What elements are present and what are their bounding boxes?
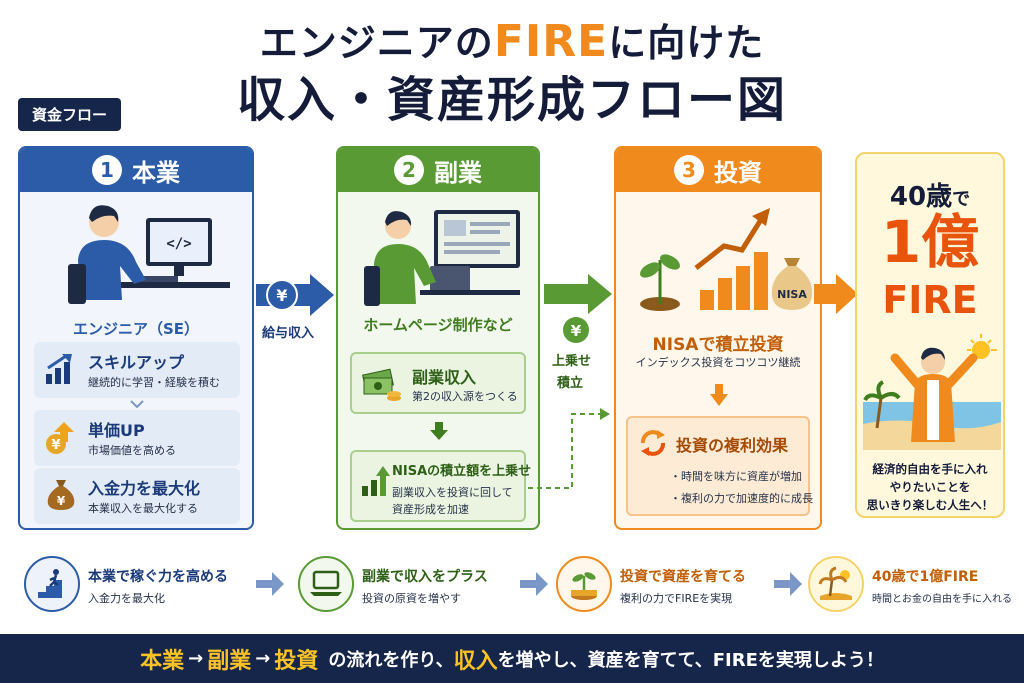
svg-text:¥: ¥ (571, 322, 582, 340)
arrow-right-glyph: → (188, 648, 204, 669)
arrow-down-icon (430, 422, 448, 440)
fire-amount: 1億 (880, 208, 980, 276)
compound-effect-box: 投資の複利効果 ・時間を味方に資産が増加 ・複利の力で加速度的に成長 (626, 416, 813, 516)
fire-age: 40歳で (889, 182, 971, 212)
nisa-topup-box: NISAの積立額を上乗せ 副業収入を投資に回して 資産形成を加速 (350, 450, 531, 522)
item-maximize-income: ¥ 入金力を最大化 本業収入を最大化する (34, 468, 240, 524)
item-price-up: ¥ 単価UP 市場価値を高める (34, 410, 240, 466)
investment-growth-icon: NISA (640, 208, 812, 311)
side-job-caption: ホームページ制作など (363, 316, 513, 334)
side-income-box: 副業収入 第2の収入源をつくる (350, 352, 526, 414)
fire-description: 経済的自由を手に入れ やりたいことを 思いきり楽しむ人生へ！ (866, 462, 994, 512)
dashed-connector-arrow (528, 408, 610, 489)
footer-banner: 本業 → 副業 → 投資 の流れを作り、 収入 を増やし、資産を育てて、FIRE… (0, 634, 1024, 683)
nisa-title: NISAで積立投資 (652, 335, 784, 355)
item-skill-up: スキルアップ 継続的に学習・経験を積む (34, 342, 240, 398)
nisa-sub: インデックス投資をコツコツ継続 (635, 356, 801, 369)
title-line-2: 収入・資産形成フロー図 (236, 72, 787, 128)
stairs-climb-icon (38, 569, 62, 598)
title-fire-word: FIRE (493, 16, 609, 67)
topup-label-1: 上乗せ (552, 354, 592, 369)
cash-coins-icon (362, 368, 401, 401)
salary-flow-arrow: ¥ (256, 274, 334, 316)
step-number: 2 (394, 155, 424, 185)
sprout-coin-icon (571, 572, 597, 600)
money-bag-icon: ¥ (47, 480, 75, 510)
cycle-arrows-icon (640, 430, 666, 456)
nisa-bag-label: NISA (777, 288, 807, 301)
arrow-right-icon (256, 572, 284, 596)
main-job-caption: エンジニア（SE） (72, 320, 200, 338)
web-designer-icon (364, 210, 520, 306)
step-number: 3 (674, 155, 704, 185)
svg-text:¥: ¥ (57, 494, 66, 508)
growth-arrow-icon (362, 466, 390, 496)
yen-coin-icon: ¥ (563, 317, 589, 343)
fire-word: FIRE (882, 278, 978, 322)
flow-tag: 資金フロー (18, 98, 122, 131)
bar-chart-up-icon (46, 354, 72, 384)
engineer-at-computer-icon: </> (68, 205, 230, 304)
topup-label-2: 積立 (557, 376, 584, 391)
chevron-down-icon (130, 400, 144, 408)
title-line-1: エンジニアのFIREに向けた (259, 16, 765, 67)
column-fire-goal: 40歳で 1億 FIRE 経済的自由を手に入れ やりたいことを 思いきり楽しむ人… (855, 152, 1005, 518)
svg-text:</>: </> (166, 236, 191, 252)
laptop-icon (310, 570, 342, 596)
beach-celebration-icon (863, 334, 1001, 450)
svg-text:¥: ¥ (276, 286, 287, 305)
side-income-flow-arrow (544, 274, 612, 314)
svg-text:¥: ¥ (51, 438, 60, 453)
yen-coin-arrow-icon: ¥ (46, 422, 74, 454)
arrow-right-icon (520, 572, 548, 596)
arrow-down-icon (710, 384, 728, 406)
salary-income-label: 給与収入 (262, 326, 315, 341)
arrow-right-icon (774, 572, 802, 596)
step-number: 1 (92, 155, 122, 185)
investment-to-fire-arrow (814, 274, 858, 314)
arrow-right-glyph: → (255, 648, 271, 669)
palm-sun-icon (818, 566, 852, 600)
